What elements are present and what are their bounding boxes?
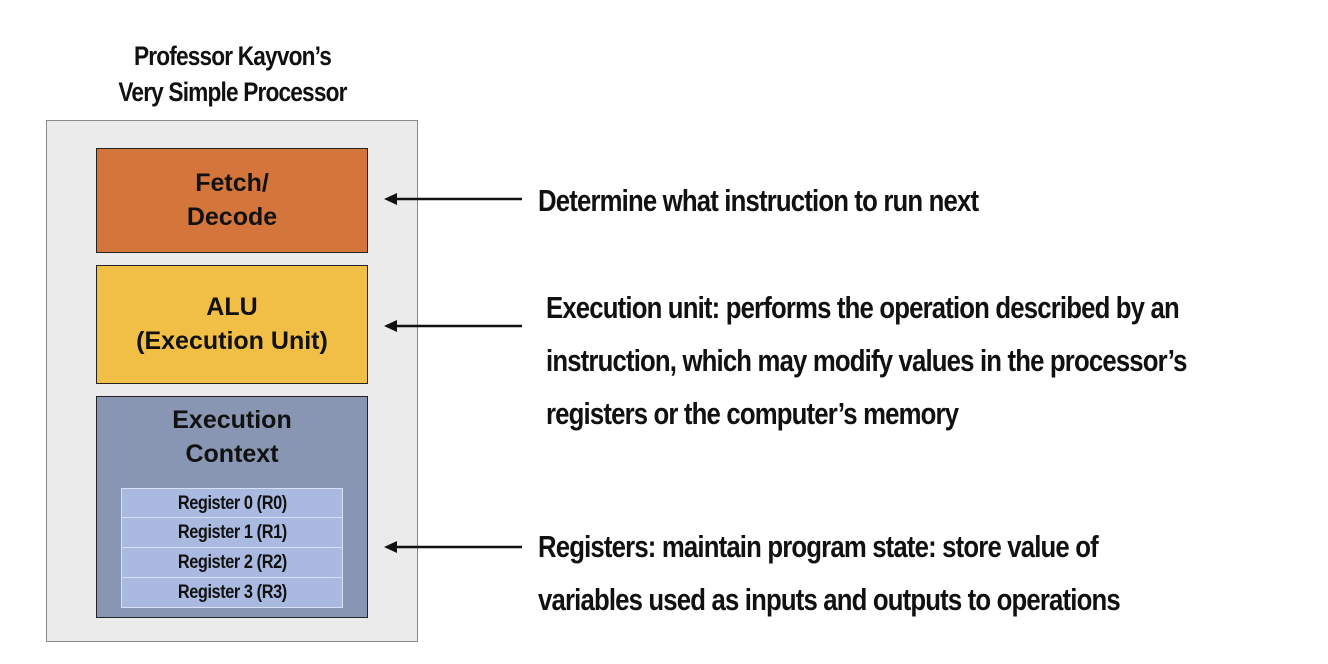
registers-description-line: Registers: maintain program state: store…: [538, 529, 1099, 564]
register-label: Register 2 (R2): [177, 552, 287, 573]
fetch-description-line: Determine what instruction to run next: [538, 183, 979, 218]
diagram-title: Professor Kayvon’s Very Simple Processor: [88, 38, 378, 110]
fetch-label-line-1: Fetch/: [195, 169, 269, 197]
register-row: Register 1 (R1): [121, 518, 343, 548]
title-line-1: Professor Kayvon’s: [133, 41, 332, 71]
alu-description: Execution unit: performs the operation d…: [546, 281, 1187, 440]
alu-label-line-1: ALU: [206, 293, 258, 321]
register-row: Register 3 (R3): [121, 578, 343, 608]
alu-description-line: instruction, which may modify values in …: [546, 343, 1187, 378]
fetch-label-line-2: Decode: [186, 203, 278, 231]
register-list: Register 0 (R0) Register 1 (R1) Register…: [121, 488, 343, 608]
register-row: Register 2 (R2): [121, 548, 343, 578]
register-label: Register 0 (R0): [177, 493, 287, 514]
registers-description-line: variables used as inputs and outputs to …: [538, 582, 1121, 617]
execution-context-block: Execution Context Register 0 (R0) Regist…: [96, 396, 368, 618]
context-label-line-1: Execution: [172, 406, 292, 434]
fetch-description: Determine what instruction to run next: [538, 174, 979, 227]
registers-arrow: [384, 541, 522, 553]
register-label: Register 1 (R1): [177, 522, 287, 543]
alu-label-line-2: (Execution Unit): [136, 327, 328, 355]
fetch-arrow: [384, 193, 522, 205]
alu-arrow: [384, 320, 522, 332]
alu-description-line: registers or the computer’s memory: [546, 396, 959, 431]
alu-block: ALU (Execution Unit): [96, 265, 368, 384]
register-label: Register 3 (R3): [177, 582, 287, 603]
alu-description-line: Execution unit: performs the operation d…: [546, 290, 1180, 325]
fetch-decode-block: Fetch/ Decode: [96, 148, 368, 253]
register-row: Register 0 (R0): [121, 488, 343, 518]
registers-description: Registers: maintain program state: store…: [538, 520, 1121, 626]
title-line-2: Very Simple Processor: [118, 77, 347, 107]
context-label-line-2: Context: [185, 440, 279, 468]
